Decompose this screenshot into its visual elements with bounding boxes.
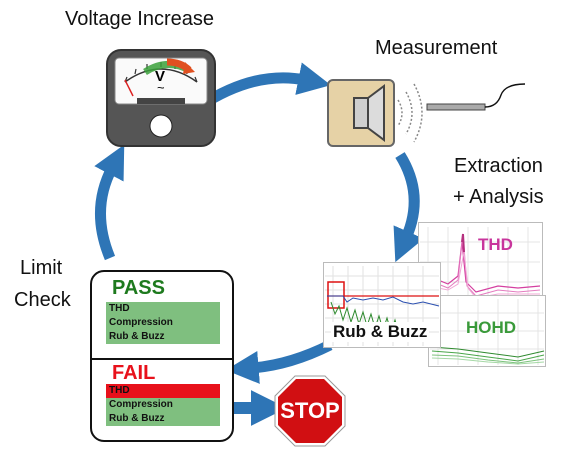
- thd-chart-label: THD: [478, 235, 513, 254]
- rub-buzz-chart-label: Rub & Buzz: [331, 322, 430, 342]
- pass-criterion-thd: THD: [106, 302, 220, 316]
- fail-criterion-thd: THD: [106, 384, 220, 398]
- meter-unit: V: [155, 68, 166, 85]
- fail-criterion-compression: Compression: [106, 398, 220, 412]
- voltmeter-icon: [106, 49, 216, 147]
- extraction-label: Extraction: [454, 155, 543, 177]
- limit-check-panel: PASS THD Compression Rub & Buzz FAIL THD…: [90, 270, 234, 442]
- stop-sign-text: STOP: [280, 398, 340, 423]
- fail-title: FAIL: [112, 362, 156, 384]
- analysis-label: + Analysis: [453, 186, 544, 208]
- stop-sign-icon: [274, 375, 346, 447]
- hohd-chart: [428, 295, 546, 367]
- arrow-to-analysis: [393, 152, 424, 263]
- limit-label: Limit: [20, 257, 63, 279]
- meter-ac-symbol: ~: [157, 80, 165, 95]
- pass-criterion-rub-buzz: Rub & Buzz: [106, 330, 220, 344]
- arrow-to-voltage: [94, 144, 125, 261]
- hohd-chart-label: HOHD: [466, 318, 517, 337]
- check-label: Check: [14, 289, 71, 311]
- voltage-increase-label: Voltage Increase: [65, 8, 214, 30]
- panel-divider: [92, 358, 232, 360]
- pass-title: PASS: [112, 277, 165, 299]
- measurement-label: Measurement: [375, 37, 498, 59]
- arrow-to-limit-check: [225, 340, 333, 384]
- speaker-icon: [327, 79, 423, 147]
- microphone-icon: [426, 83, 526, 111]
- pass-criterion-compression: Compression: [106, 316, 220, 330]
- fail-criterion-rub-buzz: Rub & Buzz: [106, 412, 220, 426]
